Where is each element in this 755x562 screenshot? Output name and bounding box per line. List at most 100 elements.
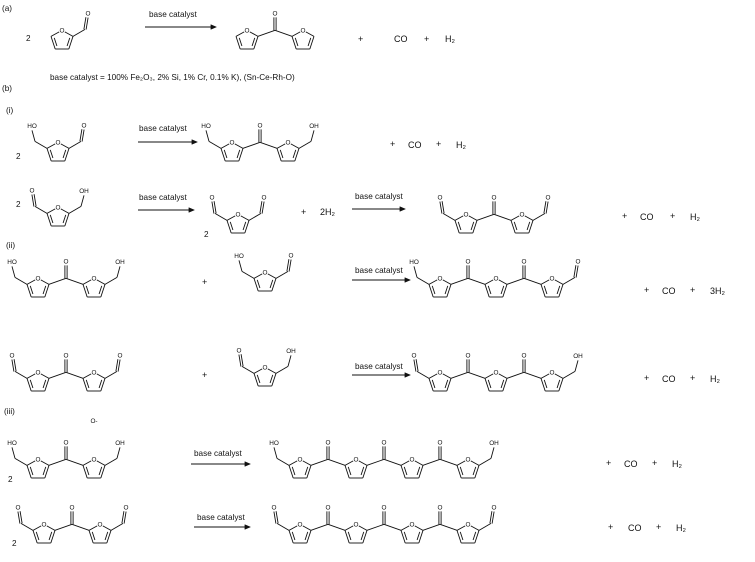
coefficient-iii2: 2 — [12, 539, 17, 548]
plus-sign: + — [608, 522, 613, 532]
arrow-label: base catalyst — [194, 449, 243, 458]
ring-oxygen: O — [98, 522, 103, 529]
hydroxyl-group: HO — [7, 440, 17, 447]
ring-oxygen: O — [354, 522, 359, 529]
ketone-oxygen: O — [64, 258, 69, 265]
aldehyde-oxygen: O — [546, 194, 551, 201]
hydroxyl-group: HO — [409, 259, 419, 266]
co-label: CO — [662, 374, 676, 384]
byproducts-ii2: + + CO + H₂ — [202, 370, 720, 384]
ring-oxygen: O — [466, 457, 471, 464]
ring-oxygen: O — [230, 140, 235, 147]
arrow-i2-left: base catalyst — [138, 193, 195, 213]
ring-oxygen: O — [494, 276, 499, 283]
plus-sign: + — [390, 139, 395, 149]
ring-oxygen: O — [60, 28, 65, 35]
ring-oxygen: O — [354, 457, 359, 464]
ring-oxygen: O — [92, 370, 97, 377]
h2-label: H₂ — [676, 523, 686, 533]
ring-oxygen: O — [92, 457, 97, 464]
aldehyde-oxygen: O — [237, 347, 242, 354]
ketone-oxygen: O — [64, 439, 69, 446]
aldehyde-oxygen: O — [10, 352, 15, 359]
ring-oxygen: O — [298, 457, 303, 464]
aldehyde-oxygen: O — [492, 504, 497, 511]
plus-sign: + — [301, 207, 306, 217]
plus-sign: + — [644, 373, 649, 383]
section-label-ii: (ii) — [6, 241, 15, 250]
ketone-oxygen: O — [64, 352, 69, 359]
plus-sign: + — [622, 211, 627, 221]
arrow-ii2: base catalyst — [352, 362, 411, 378]
arrow-label: base catalyst — [149, 10, 198, 19]
ketone-oxygen: O — [522, 352, 527, 359]
bis-hydroxymethyl-difurylketone-reactant: O O O HO OH — [7, 258, 125, 298]
h2-label: H₂ — [710, 374, 720, 384]
aldehyde-oxygen: O — [289, 252, 294, 259]
arrow-label: base catalyst — [355, 266, 404, 275]
aldehyde-oxygen: O — [272, 504, 277, 511]
hydroxyl-group: HO — [7, 259, 17, 266]
ring-oxygen: O — [263, 270, 268, 277]
ring-oxygen: O — [56, 205, 61, 212]
ketone-oxygen: O — [326, 504, 331, 511]
co-label: CO — [640, 212, 654, 222]
aldehyde-oxygen: O — [86, 10, 91, 17]
ring-oxygen: O — [245, 28, 250, 35]
ring-oxygen: O — [56, 140, 61, 147]
section-label-i: (i) — [6, 106, 14, 115]
ring-oxygen: O — [410, 457, 415, 464]
co-label: CO — [662, 286, 676, 296]
arrow-a: base catalyst — [145, 10, 217, 30]
arrow-label: base catalyst — [197, 513, 246, 522]
arrow-iii2: base catalyst — [194, 513, 251, 530]
anionic-oxygen-label: O- — [90, 418, 97, 425]
arrow-i2-right: base catalyst — [352, 192, 406, 212]
three-h2-label: 3H₂ — [710, 286, 726, 296]
plus-sign: + — [424, 34, 429, 44]
aldehyde-oxygen: O — [124, 504, 129, 511]
ring-oxygen: O — [466, 522, 471, 529]
aldehyde-oxygen: O — [576, 258, 581, 265]
hydroxyl-group: OH — [115, 259, 125, 266]
plus-sign: + — [690, 373, 695, 383]
ketone-oxygen: O — [466, 258, 471, 265]
co-label: CO — [624, 459, 638, 469]
arrow-iii1: base catalyst — [191, 449, 251, 467]
arrow-label: base catalyst — [139, 193, 188, 202]
section-label-a: (a) — [2, 4, 12, 13]
aldehyde-oxygen: O — [30, 187, 35, 194]
section-label-b: (b) — [2, 84, 12, 93]
ring-oxygen: O — [298, 522, 303, 529]
hydroxyl-group: OH — [309, 123, 319, 130]
coefficient-i1: 2 — [16, 152, 21, 161]
ketone-oxygen: O — [492, 194, 497, 201]
byproducts-a: + CO + H₂ — [358, 34, 455, 44]
aldehyde-oxygen: O — [16, 504, 21, 511]
ketone-oxygen: O — [438, 504, 443, 511]
co-label: CO — [628, 523, 642, 533]
ring-oxygen: O — [92, 276, 97, 283]
coefficient-a: 2 — [26, 34, 31, 43]
hydroxyl-group: OH — [79, 188, 89, 195]
plus-sign: + — [644, 285, 649, 295]
aldehyde-oxygen: O — [438, 194, 443, 201]
aldehyde-oxygen: O — [210, 194, 215, 201]
hydroxyl-group: HO — [27, 123, 37, 130]
ketone-oxygen: O — [438, 439, 443, 446]
byproducts-i2: + 2H₂ + CO + H₂ — [301, 207, 700, 222]
coefficient-i2-mid: 2 — [204, 230, 209, 239]
hydroxyl-group: HO — [269, 440, 279, 447]
ring-oxygen: O — [36, 276, 41, 283]
ring-oxygen: O — [438, 370, 443, 377]
hmf-reactant-2: O O OH — [30, 187, 89, 227]
ketone-oxygen: O — [466, 352, 471, 359]
